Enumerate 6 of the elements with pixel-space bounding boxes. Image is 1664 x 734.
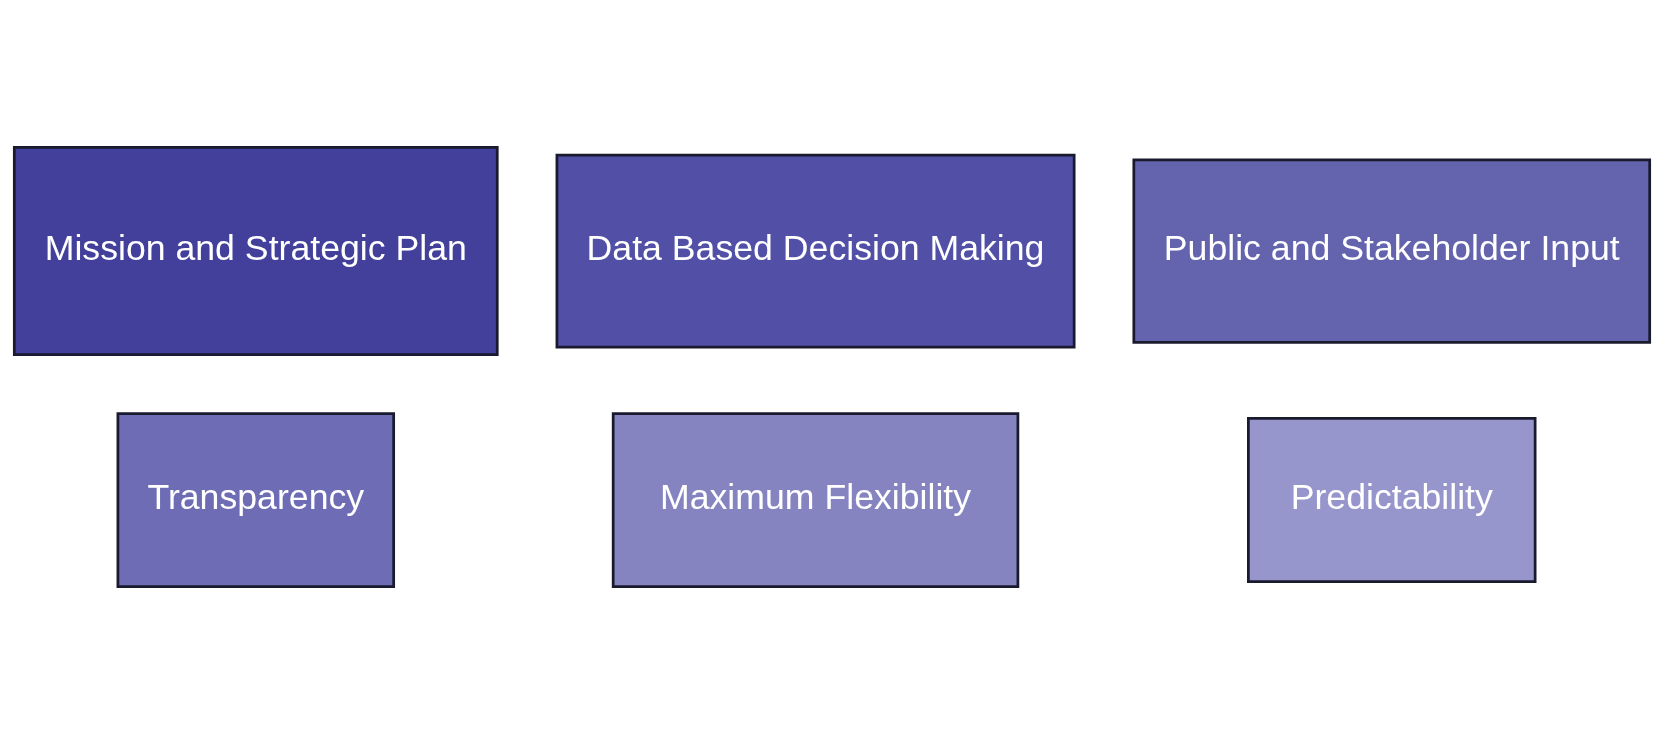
node-box: Mission and Strategic Plan [12,146,499,356]
node-box: Public and Stakeholder Input [1132,158,1652,344]
node-box: Maximum Flexibility [611,412,1020,588]
node-box: Transparency [116,412,396,588]
node-box: Predictability [1247,417,1537,584]
node-box: Data Based Decision Making [555,153,1076,349]
